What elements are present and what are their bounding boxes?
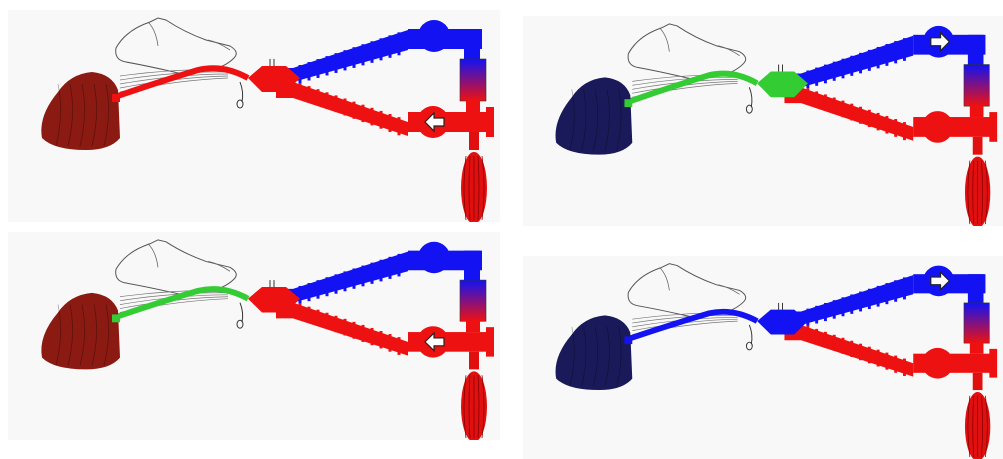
pilot-balloon-line	[240, 303, 243, 323]
expiratory-limb	[784, 275, 913, 325]
inspiratory-limb	[784, 325, 913, 377]
panel-top-right	[523, 16, 1003, 226]
circuit-diagram-inspiration	[8, 10, 500, 222]
endotracheal-tube-icon	[624, 74, 757, 104]
pipe-flange	[989, 112, 997, 142]
panel-bottom-left	[8, 232, 500, 440]
bag-neck	[469, 132, 479, 150]
expiratory-limb	[784, 36, 913, 88]
bag-neck	[973, 373, 983, 390]
circuit-diagram-end-expiration	[523, 256, 1003, 459]
dog-head-outline-icon	[116, 18, 237, 74]
pilot-balloon-line	[749, 87, 752, 107]
pilot-balloon	[237, 100, 243, 108]
co2-absorber-icon	[460, 59, 486, 101]
absorber-outlet-pipe	[466, 320, 480, 332]
inspiratory-limb	[276, 82, 408, 136]
ear-line	[660, 267, 670, 290]
pilot-balloon-line	[240, 82, 243, 102]
pilot-balloon-line	[749, 325, 752, 344]
dog-head-outline-icon	[116, 240, 237, 295]
dog-head-outline-icon	[628, 264, 746, 317]
absorber-outlet-pipe	[970, 342, 984, 353]
pipe-flange	[486, 107, 494, 137]
endotracheal-tube-icon	[112, 289, 248, 318]
ear-line	[148, 244, 158, 268]
co2-absorber-icon	[460, 280, 486, 321]
expiratory-valve	[418, 20, 450, 52]
inspiratory-valve	[922, 348, 953, 379]
bag-neck	[973, 137, 983, 155]
pilot-balloon	[746, 105, 752, 113]
dog-head-outline-icon	[628, 24, 746, 79]
co2-absorber-icon	[964, 303, 989, 343]
pilot-balloon	[746, 342, 752, 350]
circuit-diagram-end-inspiration	[8, 232, 500, 440]
endotracheal-tube-icon	[112, 68, 248, 98]
bronchus	[624, 336, 632, 344]
co2-absorber-icon	[964, 65, 989, 107]
expiratory-limb	[276, 30, 408, 82]
circuit-diagram-expiration	[523, 16, 1003, 226]
pipe-flange	[486, 327, 494, 356]
ear-line	[148, 22, 158, 46]
expiratory-limb	[276, 252, 408, 303]
bronchus	[112, 94, 120, 102]
inspiratory-limb	[276, 303, 408, 356]
bag-neck	[469, 352, 479, 370]
absorber-outlet-pipe	[466, 100, 480, 112]
bronchus	[112, 314, 120, 322]
pipe-flange	[989, 349, 997, 378]
panel-top-left	[8, 10, 500, 222]
absorber-outlet-pipe	[970, 105, 984, 117]
inspiratory-valve	[922, 111, 953, 143]
endotracheal-tube-icon	[624, 312, 757, 341]
ear-line	[660, 28, 670, 52]
inspiratory-limb	[784, 87, 913, 140]
pilot-balloon	[237, 320, 243, 328]
panel-bottom-right	[523, 256, 1003, 459]
expiratory-valve	[418, 242, 450, 273]
bronchus	[624, 99, 632, 107]
